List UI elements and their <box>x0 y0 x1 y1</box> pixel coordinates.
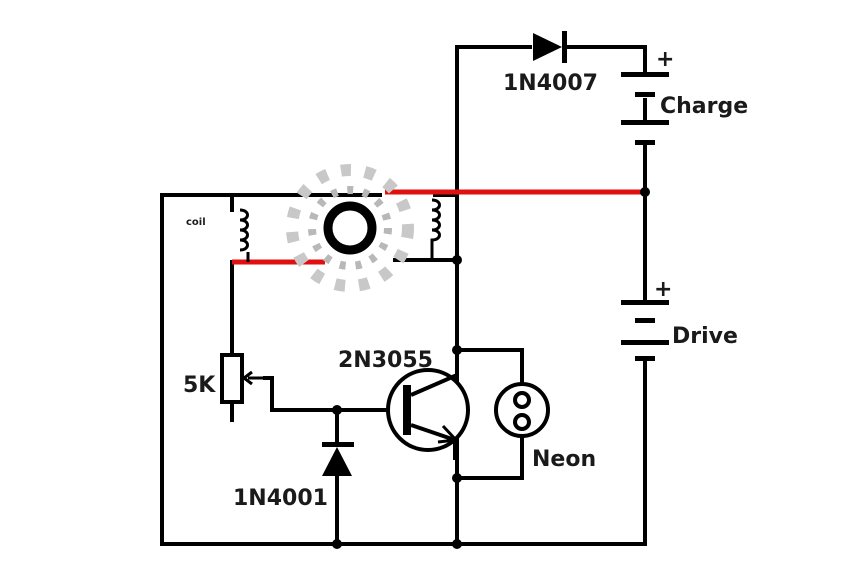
junction-dots <box>332 187 650 549</box>
neon-lamp <box>494 382 550 438</box>
charge-label: Charge <box>660 94 748 119</box>
right-winding <box>430 198 441 260</box>
potentiometer <box>220 353 265 404</box>
top-right-wire <box>566 45 647 72</box>
neon-label: Neon <box>532 447 596 472</box>
neon-bottom-wire <box>455 436 524 480</box>
toroid-core <box>286 164 414 292</box>
transistor-label: 2N3055 <box>338 348 433 373</box>
diode-1n4001 <box>322 442 354 476</box>
diode-bottom-label: 1N4001 <box>233 486 328 511</box>
pot-label: 5K <box>183 373 216 398</box>
diode-top-label: 1N4007 <box>503 71 598 96</box>
charge-plus: + <box>656 47 674 72</box>
drive-plus: + <box>654 277 672 302</box>
top-left-wire <box>455 45 532 262</box>
diode-1n4007 <box>533 31 567 63</box>
left-winding <box>230 193 250 262</box>
battery-drive <box>621 300 669 361</box>
transistor-2n3055 <box>386 350 470 460</box>
coil-label: coil <box>186 217 206 228</box>
neon-top-wire <box>455 348 524 387</box>
drive-label: Drive <box>672 324 738 349</box>
battery-charge <box>621 72 669 145</box>
left-loop-wire <box>160 193 647 546</box>
